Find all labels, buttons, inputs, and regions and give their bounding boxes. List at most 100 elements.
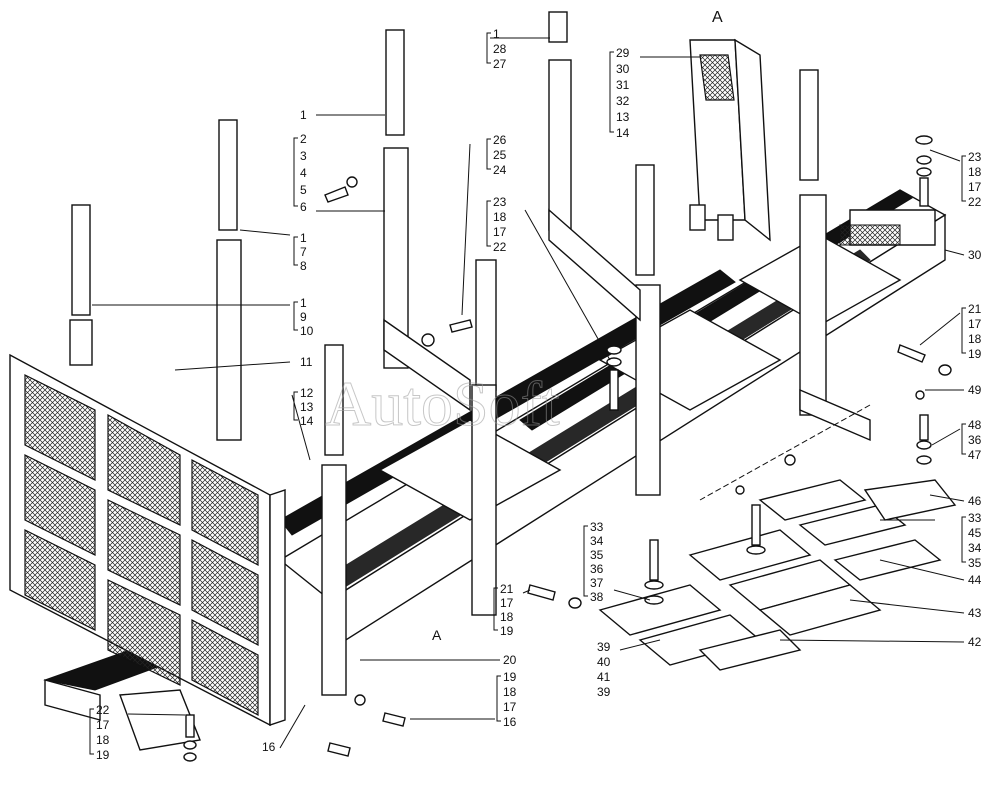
front-headboard: [9, 353, 286, 727]
callout-c20: 42: [779, 635, 982, 649]
callout-bracket: [486, 200, 491, 247]
callout-number: 38: [590, 590, 604, 604]
leader-line: [929, 149, 961, 162]
callout-number: 14: [616, 126, 630, 140]
callout-number: 24: [493, 163, 507, 177]
callout-number: 30: [968, 248, 982, 262]
callout-number: 2: [300, 132, 307, 146]
callout-c18: 44: [879, 559, 982, 587]
callout-number: 46: [968, 494, 982, 508]
callout-number: 22: [493, 240, 507, 254]
callout-number: 26: [493, 133, 507, 147]
watermark-text: AutoSoft: [325, 368, 560, 439]
callout-bracket: [89, 708, 94, 755]
callout-number: 36: [968, 433, 982, 447]
callout-number: 16: [503, 715, 517, 729]
callout-number: 29: [616, 46, 630, 60]
leader-line: [931, 428, 961, 446]
callout-number: 34: [590, 534, 604, 548]
callout-labels: 1234561781910111213142625241282729303132…: [89, 27, 982, 762]
callout-number: 16: [262, 740, 276, 754]
stakes: [69, 11, 871, 696]
detail-a-view: [689, 38, 771, 242]
callout-number: 42: [968, 635, 982, 649]
callout-number: 10: [300, 324, 314, 338]
callout-number: 7: [300, 245, 307, 259]
callout-number: 47: [968, 448, 982, 462]
callout-c26: 16: [262, 704, 306, 754]
callout-number: 49: [968, 383, 982, 397]
callout-bracket: [293, 236, 298, 266]
callout-number: 19: [500, 624, 514, 638]
callout-number: 44: [968, 573, 982, 587]
callout-number: 31: [616, 78, 630, 92]
callout-bracket: [293, 301, 298, 331]
leader-line: [127, 713, 186, 716]
callout-bracket: [961, 155, 966, 202]
callout-number: 14: [300, 414, 314, 428]
leader-line: [279, 704, 306, 749]
callout-number: 39: [597, 685, 611, 699]
callout-number: 1: [493, 27, 500, 41]
callout-bracket: [961, 307, 966, 354]
callout-c1: 1: [300, 108, 385, 122]
callout-c5: 11: [174, 355, 313, 371]
callout-number: 48: [968, 418, 982, 432]
callout-bracket: [609, 51, 614, 133]
leader-line: [522, 589, 531, 594]
callout-bracket: [293, 391, 298, 421]
callout-number: 8: [300, 259, 307, 273]
callout-number: 33: [968, 511, 982, 525]
callout-number: 3: [300, 149, 307, 163]
callout-number: 1: [300, 296, 307, 310]
callout-number: 27: [493, 57, 507, 71]
callout-number: 39: [597, 640, 611, 654]
callout-number: 18: [968, 165, 982, 179]
hardware: [183, 135, 952, 762]
callout-bracket: [493, 587, 498, 631]
callout-number: 36: [590, 562, 604, 576]
leader-line: [174, 361, 291, 371]
callout-number: 17: [968, 317, 982, 331]
callout-c12: 30: [944, 248, 982, 262]
callout-number: 17: [500, 596, 514, 610]
leader-line: [613, 589, 651, 601]
callout-c24: 20: [360, 653, 517, 667]
leader-line: [944, 249, 965, 256]
floor-plates: [598, 479, 957, 671]
callout-bracket: [486, 138, 491, 170]
leader-line: [779, 639, 965, 643]
callout-bracket: [961, 516, 966, 563]
callout-number: 18: [96, 733, 110, 747]
callout-number: 23: [493, 195, 507, 209]
callout-c16: 46: [929, 494, 982, 508]
callout-number: 22: [968, 195, 982, 209]
callout-number: 25: [493, 148, 507, 162]
callout-number: 34: [968, 541, 982, 555]
callout-number: 22: [96, 703, 110, 717]
callout-bracket: [486, 32, 491, 64]
callout-c14: 49: [925, 383, 982, 397]
view-a-callout: A: [432, 627, 442, 643]
callout-number: 17: [503, 700, 517, 714]
callout-number: 19: [968, 347, 982, 361]
leader-line: [461, 143, 471, 316]
callout-number: 45: [968, 526, 982, 540]
leader-line: [619, 639, 661, 651]
leader-line: [919, 312, 961, 346]
callout-number: 17: [96, 718, 110, 732]
callout-number: 20: [503, 653, 517, 667]
callout-number: 37: [590, 576, 604, 590]
